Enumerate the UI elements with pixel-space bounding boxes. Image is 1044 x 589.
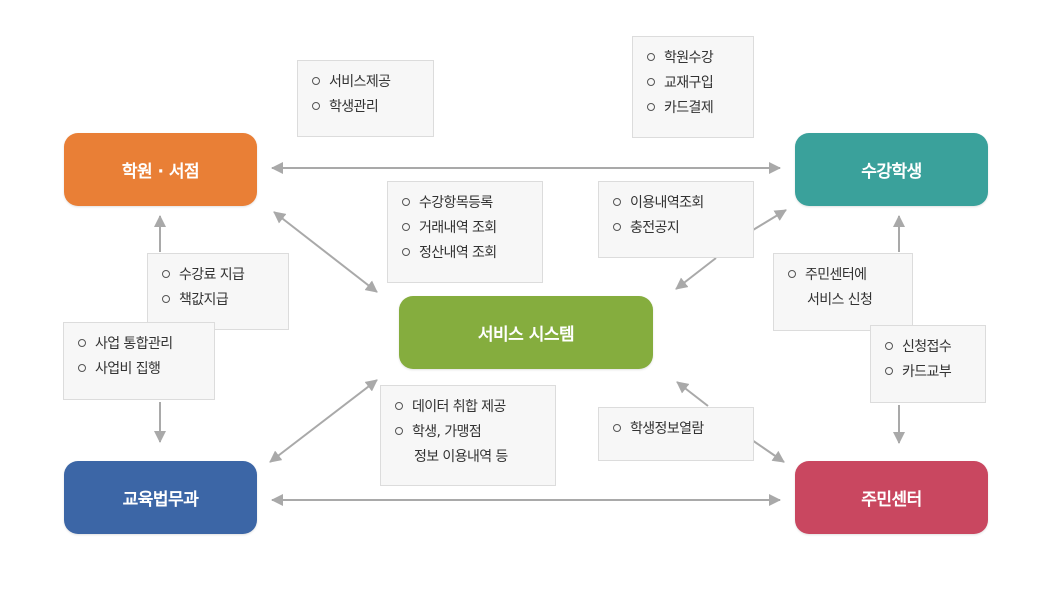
- note-student-to-academy: 학원수강 교재구입 카드결제: [632, 36, 754, 138]
- bullet-icon: [78, 364, 86, 372]
- note-student-to-center: 신청접수 카드교부: [870, 325, 986, 403]
- note-item: 교재구입: [647, 71, 741, 96]
- note-education-business: 사업 통합관리 사업비 집행: [63, 322, 215, 400]
- note-item: 학생관리: [312, 95, 421, 120]
- note-item: 학원수강: [647, 46, 741, 71]
- arrow-academy-system: [273, 211, 378, 293]
- note-item: 데이터 취합 제공: [395, 395, 543, 420]
- note-item-continued: 정보 이용내역 등: [414, 449, 508, 465]
- bullet-icon: [312, 102, 320, 110]
- note-academy-to-student: 서비스제공 학생관리: [297, 60, 434, 137]
- note-item: 이용내역조회: [613, 191, 741, 216]
- bullet-icon: [402, 198, 410, 206]
- bullet-icon: [647, 78, 655, 86]
- note-center-to-student: 주민센터에 서비스 신청: [773, 253, 913, 331]
- note-item: 주민센터에: [788, 263, 900, 288]
- arrow-center-system-up: [676, 381, 709, 407]
- note-item: 수강항목등록: [402, 191, 530, 216]
- bullet-icon: [395, 427, 403, 435]
- node-academy-bookstore: 학원 · 서점: [64, 133, 257, 206]
- bullet-icon: [162, 295, 170, 303]
- note-student-system: 이용내역조회 충전공지: [598, 181, 754, 258]
- node-education-legal-dept: 교육법무과: [64, 461, 257, 534]
- bullet-icon: [78, 339, 86, 347]
- note-item: 서비스제공: [312, 70, 421, 95]
- bullet-icon: [788, 270, 796, 278]
- note-item: 사업 통합관리: [78, 332, 202, 357]
- arrow-center-system-down: [751, 439, 785, 463]
- bullet-icon: [312, 77, 320, 85]
- bullet-icon: [402, 248, 410, 256]
- arrow-student-system-down: [675, 257, 717, 290]
- note-item: 학생정보열람: [613, 417, 741, 442]
- bullet-icon: [613, 198, 621, 206]
- note-item: 학생, 가맹점: [395, 420, 543, 445]
- bullet-icon: [162, 270, 170, 278]
- node-student: 수강학생: [795, 133, 988, 206]
- node-community-center: 주민센터: [795, 461, 988, 534]
- note-item: 수강료 지급: [162, 263, 276, 288]
- note-item: 사업비 집행: [78, 357, 202, 382]
- note-item: 정산내역 조회: [402, 241, 530, 266]
- bullet-icon: [885, 342, 893, 350]
- arrow-system-education: [269, 379, 378, 463]
- bullet-icon: [647, 53, 655, 61]
- note-item-continued: 서비스 신청: [807, 292, 873, 308]
- note-center-system: 학생정보열람: [598, 407, 754, 461]
- arrow-student-system-up: [752, 209, 787, 231]
- note-item: 카드결제: [647, 96, 741, 121]
- note-item: 카드교부: [885, 360, 973, 385]
- note-education-to-academy: 수강료 지급 책값지급: [147, 253, 289, 330]
- note-system-education: 데이터 취합 제공 학생, 가맹점 정보 이용내역 등: [380, 385, 556, 486]
- note-academy-system: 수강항목등록 거래내역 조회 정산내역 조회: [387, 181, 543, 283]
- bullet-icon: [613, 223, 621, 231]
- note-item: 충전공지: [613, 216, 741, 241]
- note-item: 신청접수: [885, 335, 973, 360]
- bullet-icon: [647, 103, 655, 111]
- bullet-icon: [402, 223, 410, 231]
- node-service-system: 서비스 시스템: [399, 296, 653, 369]
- bullet-icon: [395, 402, 403, 410]
- bullet-icon: [885, 367, 893, 375]
- note-item: 책값지급: [162, 288, 276, 313]
- bullet-icon: [613, 424, 621, 432]
- note-item: 거래내역 조회: [402, 216, 530, 241]
